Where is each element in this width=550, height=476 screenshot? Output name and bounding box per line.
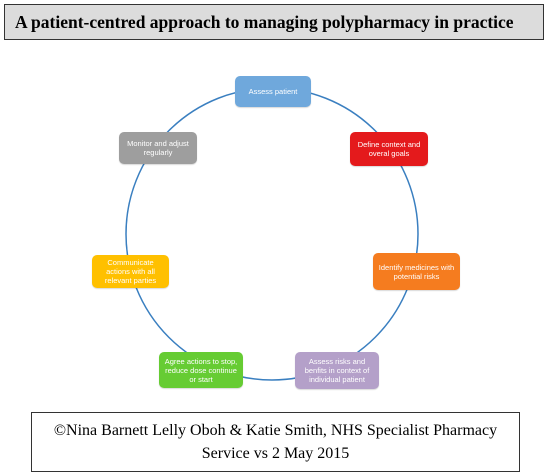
step-identify-medicines: Identify medicines with potential risks: [373, 253, 460, 290]
step-define-context: Define context and overal goals: [350, 132, 428, 166]
step-assess-risks-benefits: Assess risks and benfits in context of i…: [295, 352, 379, 389]
step-assess-patient: Assess patient: [235, 76, 311, 107]
diagram-title: A patient-centred approach to managing p…: [4, 4, 544, 40]
step-agree-actions: Agree actions to stop, reduce dose conti…: [159, 352, 243, 388]
copyright-footer: ©Nina Barnett Lelly Oboh & Katie Smith, …: [31, 412, 520, 472]
step-monitor-adjust: Monitor and adjust regularly: [119, 132, 197, 164]
step-communicate-actions: Communicate actions with all relevant pa…: [92, 255, 169, 288]
